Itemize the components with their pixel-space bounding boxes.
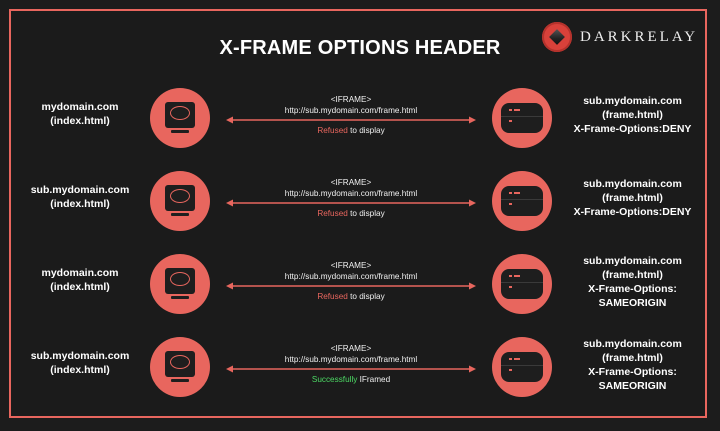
- iframe-message: <IFRAME>http://sub.mydomain.com/frame.ht…: [284, 344, 418, 364]
- result-text: Refused to display: [317, 292, 385, 301]
- server-label: sub.mydomain.com(frame.html)X-Frame-Opti…: [573, 178, 692, 218]
- scenario-row: sub.mydomain.com(index.html) <IFRAME>htt…: [0, 161, 720, 241]
- cube-logo-icon: [542, 22, 572, 52]
- brand: DARKRELAY: [542, 21, 698, 53]
- client-computer-icon: [150, 88, 210, 148]
- bidirectional-arrow-icon: [226, 281, 476, 291]
- client-computer-icon: [150, 337, 210, 397]
- client-label: sub.mydomain.com(index.html): [30, 350, 130, 376]
- scenario-row: sub.mydomain.com(index.html) <IFRAME>htt…: [0, 327, 720, 407]
- result-text: Successfully IFramed: [311, 375, 391, 384]
- client-computer-icon: [150, 254, 210, 314]
- client-label: mydomain.com(index.html): [41, 267, 119, 293]
- iframe-message: <IFRAME>http://sub.mydomain.com/frame.ht…: [284, 261, 418, 281]
- brand-name: DARKRELAY: [580, 28, 699, 45]
- bidirectional-arrow-icon: [226, 364, 476, 374]
- result-text: Refused to display: [317, 209, 385, 218]
- server-icon: [492, 171, 552, 231]
- scenario-row: mydomain.com(index.html) <IFRAME>http://…: [0, 78, 720, 158]
- result-text: Refused to display: [317, 126, 385, 135]
- iframe-message: <IFRAME>http://sub.mydomain.com/frame.ht…: [284, 178, 418, 198]
- page-title: X-FRAME OPTIONS HEADER: [219, 37, 501, 59]
- client-computer-icon: [150, 171, 210, 231]
- server-label: sub.mydomain.com(frame.html)X-Frame-Opti…: [573, 95, 692, 135]
- bidirectional-arrow-icon: [226, 115, 476, 125]
- client-label: sub.mydomain.com(index.html): [30, 184, 130, 210]
- client-label: mydomain.com(index.html): [41, 101, 119, 127]
- server-icon: [492, 337, 552, 397]
- iframe-message: <IFRAME>http://sub.mydomain.com/frame.ht…: [284, 95, 418, 115]
- diagram-frame: [9, 9, 707, 418]
- server-icon: [492, 254, 552, 314]
- server-icon: [492, 88, 552, 148]
- server-label: sub.mydomain.com(frame.html)X-Frame-Opti…: [583, 255, 682, 309]
- server-label: sub.mydomain.com(frame.html)X-Frame-Opti…: [583, 338, 682, 392]
- bidirectional-arrow-icon: [226, 198, 476, 208]
- scenario-row: mydomain.com(index.html) <IFRAME>http://…: [0, 244, 720, 324]
